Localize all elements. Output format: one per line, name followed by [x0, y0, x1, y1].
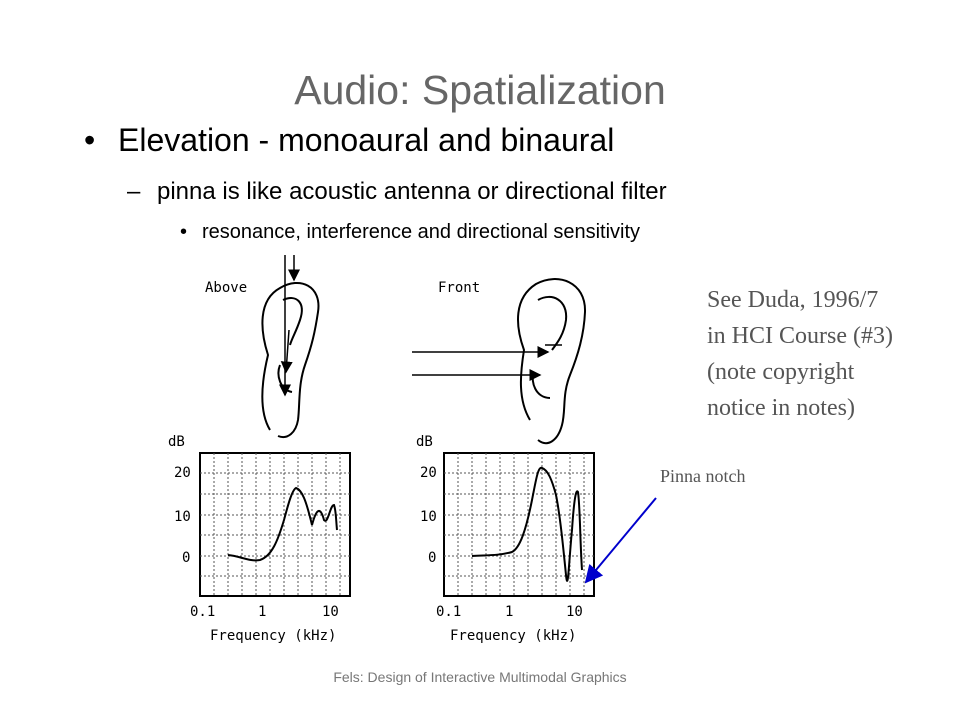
panel-above: Above dB 20 10 0	[168, 255, 351, 644]
panel-front: Front dB 20 10 0	[412, 278, 595, 644]
response-graph-front: dB 20 10 0 0.1 1 10 Frequency (kHz)	[416, 434, 595, 644]
y-tick: 10	[174, 509, 191, 525]
y-unit: dB	[416, 434, 433, 450]
note-line: notice in notes)	[707, 395, 855, 421]
x-tick: 0.1	[190, 604, 215, 620]
bullet-glyph: •	[84, 122, 96, 158]
note-line: in HCI Course (#3)	[707, 323, 893, 349]
pinna-notch-arrow	[584, 497, 657, 584]
ear-drawing-front	[412, 278, 587, 445]
x-axis-label: Frequency (kHz)	[210, 628, 336, 644]
x-tick: 1	[258, 604, 266, 620]
x-tick: 0.1	[436, 604, 461, 620]
plot-grid	[200, 453, 350, 596]
x-axis-label: Frequency (kHz)	[450, 628, 576, 644]
slide-footer: Fels: Design of Interactive Multimodal G…	[333, 669, 627, 685]
panel-label: Front	[438, 280, 480, 296]
response-curve	[471, 466, 583, 582]
y-tick: 0	[182, 550, 190, 566]
panel-label: Above	[205, 280, 247, 296]
x-tick: 1	[505, 604, 513, 620]
x-tick: 10	[566, 604, 583, 620]
reference-note: See Duda, 1996/7 in HCI Course (#3) (not…	[707, 282, 893, 426]
y-tick: 20	[174, 465, 191, 481]
y-tick: 20	[420, 465, 437, 481]
response-curve	[227, 486, 338, 562]
ear-drawing-above	[261, 255, 320, 438]
plot-frame	[443, 452, 595, 597]
bullet-glyph-small: •	[180, 221, 188, 243]
slide-title: Audio: Spatialization	[294, 67, 666, 113]
bullet-text: Elevation - monoaural and binaural	[118, 122, 615, 158]
note-line: See Duda, 1996/7	[707, 287, 879, 313]
plot-grid	[444, 453, 594, 596]
x-tick: 10	[322, 604, 339, 620]
y-unit: dB	[168, 434, 185, 450]
sub-sub-bullet-text: resonance, interference and directional …	[202, 221, 641, 243]
response-graph-above: dB 20 10 0 0.1 1 10 Frequency (kHz)	[168, 434, 351, 644]
y-tick: 10	[420, 509, 437, 525]
sub-bullet-text: pinna is like acoustic antenna or direct…	[157, 178, 667, 205]
y-tick: 0	[428, 550, 436, 566]
plot-frame	[199, 452, 351, 597]
dash-glyph: –	[127, 178, 141, 205]
note-line: (note copyright	[707, 359, 855, 385]
pinna-notch-label: Pinna notch	[660, 466, 746, 486]
